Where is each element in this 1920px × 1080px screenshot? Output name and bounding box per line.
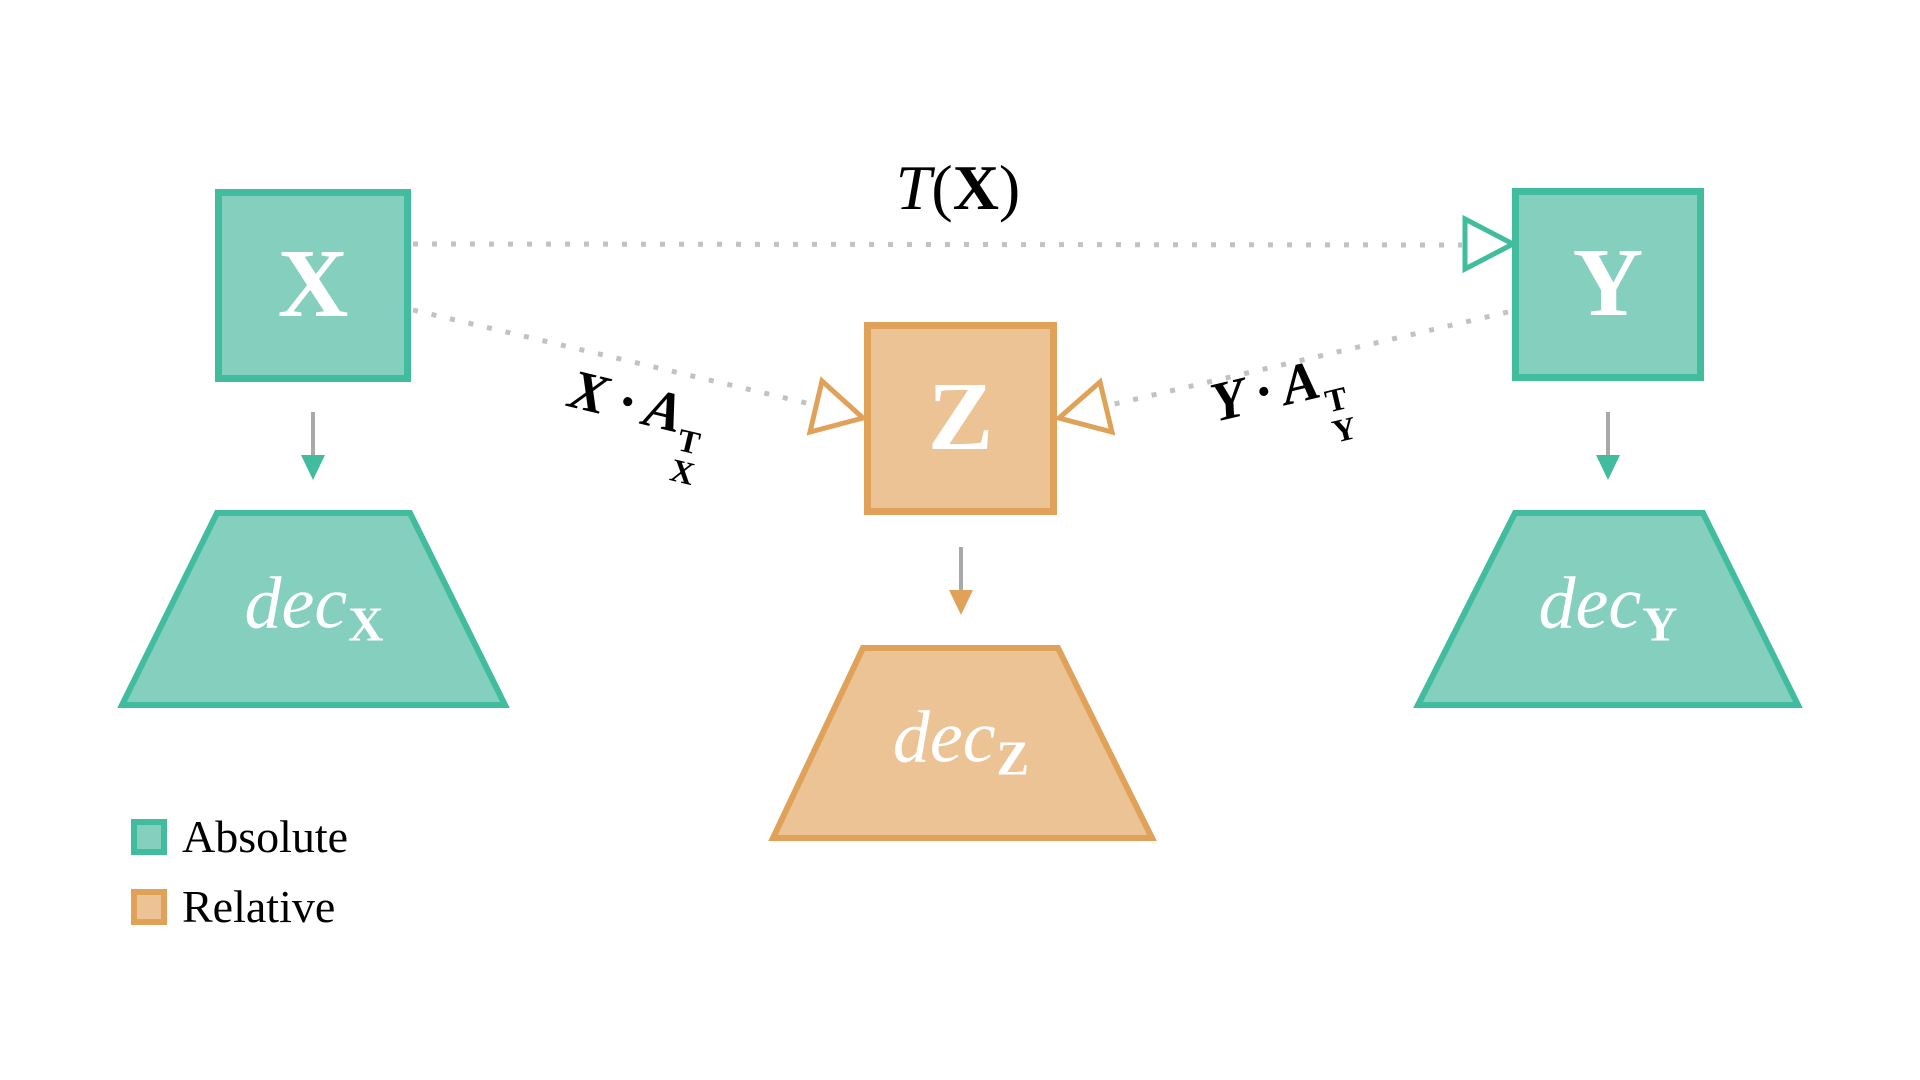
box-z-label: Z [927,362,994,471]
decoder-y-label: decY [1539,567,1678,650]
edge-y-to-z-dotted-line [1105,309,1509,409]
decoder-y-trapezoid [1413,510,1803,708]
decoder-y-label-main: dec [1538,562,1642,645]
legend-label-absolute: Absolute [182,811,349,862]
box-x: X [215,189,411,382]
edge-label-transform-x-arg: X [952,152,999,223]
box-y-label: Y [1572,228,1644,337]
legend-label-relative: Relative [182,881,336,932]
edge-y-to-z-arrowhead-icon [1053,377,1116,436]
box-z: Z [864,322,1057,515]
arrow-y-to-decoder-head-icon [1596,455,1620,480]
box-x-label: X [277,229,349,338]
legend-swatch-relative-icon [131,889,167,925]
legend-item-absolute: Absolute [131,814,348,860]
decoder-x-trapezoid [117,510,510,708]
decoder-x-label: decX [245,567,384,650]
arrow-x-to-decoder-head-icon [301,455,325,480]
decoder-x-label-subscript: X [348,596,384,652]
edge-x-to-z-dotted-line [412,307,816,408]
decoder-x-label-main: dec [244,562,348,645]
edge-label-transform-close-paren: ) [998,152,1021,223]
decoder-y-label-subscript: Y [1642,596,1678,652]
edge-x-to-y-dotted-line [412,241,1463,248]
legend-item-relative: Relative [131,884,335,930]
edge-label-transform-open-paren: ( [931,152,953,223]
edge-label-transform-x: T(X) [896,151,1020,225]
arrow-z-to-decoder-head-icon [949,590,973,615]
edge-label-transform-t: T [895,152,932,223]
decoder-z-label: decZ [893,701,1029,784]
legend-swatch-absolute-icon [131,819,167,855]
decoder-z-label-subscript: Z [996,730,1030,786]
decoder-z-trapezoid [768,645,1157,841]
edge-x-to-y-arrowhead-icon [1462,214,1519,274]
edge-x-to-z-arrowhead-icon [806,376,869,436]
decoder-z-label-main: dec [892,696,996,779]
box-y: Y [1512,188,1704,381]
